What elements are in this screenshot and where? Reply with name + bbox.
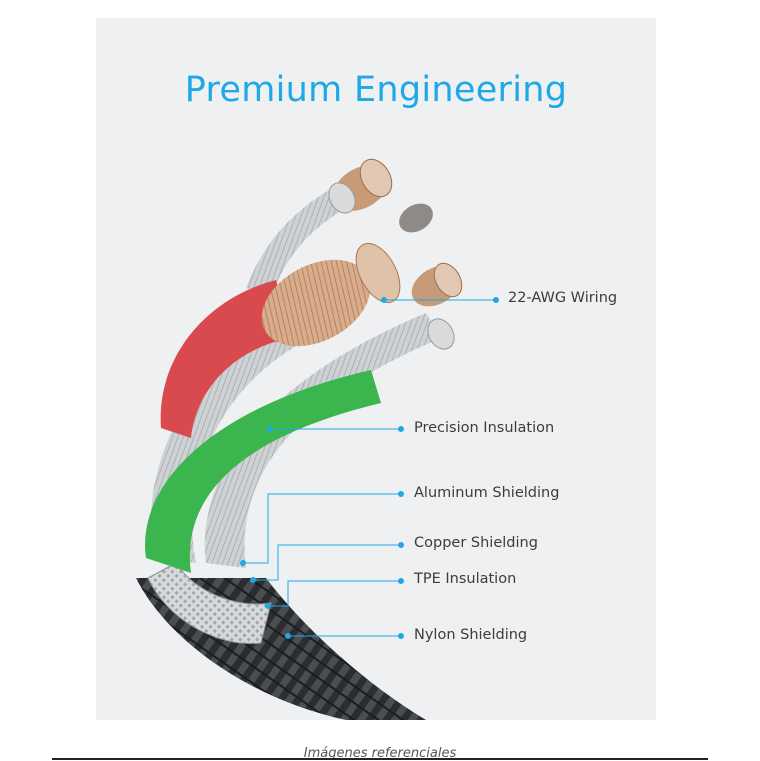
grey-bundle-top (399, 203, 433, 233)
callout-aluminum-shielding: Aluminum Shielding (414, 485, 560, 501)
callout-nylon-shielding: Nylon Shielding (414, 627, 528, 643)
green-wire (145, 370, 381, 573)
product-image-panel: Premium Engineering 22-AWG Wiring Precis… (96, 18, 656, 720)
divider (52, 758, 708, 760)
page-title: Premium Engineering (184, 70, 568, 110)
callout-copper-shielding: Copper Shielding (414, 535, 538, 551)
image-caption: Imágenes referenciales (303, 746, 457, 761)
silver-strand-upper (246, 183, 356, 298)
red-wire (160, 280, 291, 438)
callout-22awg-wiring: 22-AWG Wiring (508, 290, 618, 306)
callout-leaders (240, 297, 499, 639)
callout-precision-insulation: Precision Insulation (414, 420, 555, 436)
callout-tpe-insulation: TPE Insulation (414, 571, 517, 587)
red-wire-copper-end (261, 259, 371, 347)
cable-cross-section-illustration (136, 158, 499, 720)
aluminum-collar (147, 562, 272, 645)
